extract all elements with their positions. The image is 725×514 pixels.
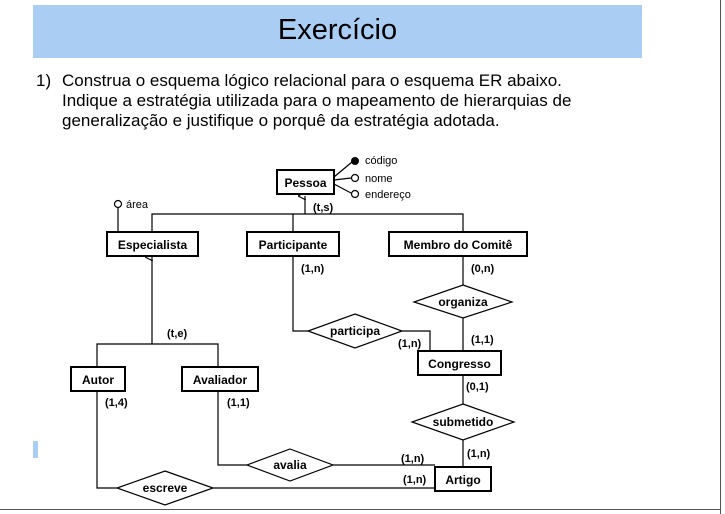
entity-autor-label: Autor: [82, 373, 114, 387]
cardinality-membro-organiza: (0,n): [471, 263, 495, 275]
relationship-avalia-label: avalia: [273, 458, 307, 472]
relationship-submetido-label: submetido: [433, 415, 494, 429]
attribute-codigo: código: [333, 155, 397, 178]
participa-congresso-line: [402, 330, 431, 351]
cardinality-congresso-organiza: (1,1): [471, 334, 494, 346]
participante-participa-line: [292, 256, 308, 332]
entity-avaliador: Avaliador: [181, 366, 259, 392]
entity-participante-label: Participante: [259, 238, 328, 252]
attribute-nome: nome: [333, 173, 393, 185]
entity-congresso: Congresso: [417, 350, 502, 376]
attribute-nome-label: nome: [365, 173, 393, 185]
cardinality-congresso-submetido: (0,1): [466, 381, 489, 393]
cardinality-generalization-especialista: (t,e): [167, 328, 188, 340]
relationship-participa: participa: [306, 313, 404, 349]
question-number: 1): [36, 71, 52, 90]
avaliador-avalia-line: [217, 391, 247, 466]
attribute-endereco-label: endereço: [365, 189, 411, 201]
entity-artigo: Artigo: [434, 466, 492, 492]
cardinality-artigo-avalia: (1,n): [401, 453, 425, 465]
relationship-submetido: submetido: [410, 403, 516, 441]
autor-escreve-line: [96, 391, 117, 489]
title-bar: Exercício: [33, 5, 642, 58]
slide-title: Exercício: [277, 14, 398, 46]
question-line-3: generalização e justifique o porquê da e…: [62, 111, 500, 130]
relationship-organiza: organiza: [412, 284, 514, 319]
cardinality-artigo-submetido: (1,n): [467, 448, 491, 460]
generalization-especialista-bar: [96, 343, 219, 367]
attribute-codigo-label: código: [365, 155, 397, 167]
relationship-participa-label: participa: [330, 324, 380, 338]
entity-autor: Autor: [70, 366, 126, 392]
generalization-pessoa-bar: [151, 213, 464, 232]
attribute-area-label: área: [126, 199, 149, 211]
entity-participante: Participante: [246, 231, 340, 257]
entity-membro-do-comite: Membro do Comitê: [388, 231, 528, 257]
relationship-avalia: avalia: [245, 448, 335, 482]
entity-especialista: Especialista: [106, 231, 199, 257]
attribute-endereco: endereço: [333, 183, 411, 201]
relationship-escreve: escreve: [115, 470, 215, 506]
entity-artigo-label: Artigo: [445, 473, 480, 487]
relationship-organiza-label: organiza: [438, 295, 488, 309]
entity-pessoa: Pessoa: [276, 169, 335, 195]
entity-pessoa-label: Pessoa: [284, 176, 326, 190]
cardinality-autor-escreve: (1,4): [105, 397, 128, 409]
question-line-1: Construa o esquema lógico relacional par…: [62, 71, 562, 90]
entity-membro-label: Membro do Comitê: [404, 238, 513, 252]
cardinality-participante-participa: (1,n): [301, 263, 325, 275]
entity-congresso-label: Congresso: [428, 357, 491, 371]
question-line-2: Indique a estratégia utilizada para o ma…: [62, 91, 572, 110]
question-body: Construa o esquema lógico relacional par…: [62, 71, 662, 131]
attribute-area: área: [113, 199, 149, 232]
relationship-escreve-label: escreve: [143, 481, 188, 495]
entity-especialista-label: Especialista: [118, 238, 188, 252]
entity-avaliador-label: Avaliador: [193, 373, 248, 387]
slide-frame-bottom: [0, 509, 721, 510]
cardinality-congresso-participa: (1,n): [398, 338, 422, 350]
slide-side-marker: [33, 441, 38, 458]
cardinality-artigo-escreve: (1,n): [403, 474, 427, 486]
cardinality-generalization-pessoa: (t,s): [313, 202, 334, 214]
cardinality-avaliador-avalia: (1,1): [227, 397, 250, 409]
slide-frame-right: [720, 0, 721, 514]
